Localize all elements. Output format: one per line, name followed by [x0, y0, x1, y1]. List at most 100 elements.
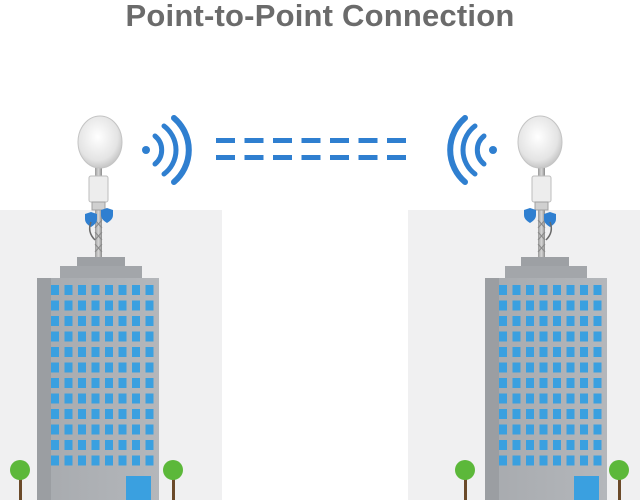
building-window	[91, 316, 100, 326]
building-window	[539, 362, 548, 373]
building-window	[553, 316, 561, 326]
building-window	[593, 331, 602, 342]
building-window	[526, 424, 534, 435]
building-window	[580, 440, 588, 450]
right-shield-icon-b	[544, 212, 556, 227]
building-window	[512, 300, 521, 311]
building-window	[553, 331, 561, 342]
building-window	[91, 393, 100, 404]
building-window	[593, 300, 602, 311]
building-window	[118, 424, 127, 435]
building-window	[539, 316, 548, 326]
building-window	[118, 316, 127, 326]
link-dash-segment	[244, 138, 264, 143]
left-building-roof	[60, 266, 142, 278]
building-window	[132, 393, 140, 404]
building-window	[91, 424, 100, 435]
building-window	[566, 285, 575, 295]
left-shield-icon-b	[101, 208, 113, 223]
building-window	[512, 393, 521, 404]
building-window	[593, 455, 602, 466]
building-window	[526, 378, 534, 388]
building-window	[593, 316, 602, 326]
building-window	[580, 285, 588, 295]
building-window	[580, 393, 588, 404]
left-antenna-bracket	[91, 201, 106, 211]
right-office-building-icon	[485, 257, 607, 500]
building-window	[132, 409, 140, 419]
building-window	[539, 331, 548, 342]
building-window	[118, 455, 127, 466]
link-dash-segment	[301, 138, 321, 143]
link-dashes	[216, 138, 406, 160]
building-window	[512, 440, 521, 450]
left-building-windows	[51, 285, 154, 466]
building-window	[553, 409, 561, 419]
building-window	[526, 362, 534, 373]
building-window	[553, 362, 561, 373]
building-window	[78, 362, 86, 373]
building-window	[512, 331, 521, 342]
building-window	[118, 300, 127, 311]
building-window	[526, 409, 534, 419]
building-window	[566, 331, 575, 342]
building-window	[91, 440, 100, 450]
building-window	[145, 300, 154, 311]
left-building-side-shade	[37, 278, 51, 500]
right-shield-icon-a	[524, 208, 536, 223]
building-window	[132, 347, 140, 357]
building-window	[78, 316, 86, 326]
right-cable	[545, 221, 553, 241]
building-window	[118, 347, 127, 357]
building-window	[512, 409, 521, 419]
building-window	[539, 347, 548, 357]
building-window	[64, 316, 73, 326]
building-window	[593, 440, 602, 450]
left-office-building-icon	[37, 257, 159, 500]
building-window	[539, 409, 548, 419]
building-window	[105, 424, 113, 435]
building-window	[64, 347, 73, 357]
building-window	[539, 440, 548, 450]
building-window	[51, 362, 59, 373]
building-window	[78, 331, 86, 342]
building-window	[526, 331, 534, 342]
building-window	[593, 362, 602, 373]
right-tree-icon-1	[455, 460, 475, 500]
building-window	[51, 378, 59, 388]
building-window	[512, 378, 521, 388]
building-window	[539, 455, 548, 466]
building-window	[526, 347, 534, 357]
building-window	[145, 455, 154, 466]
building-window	[566, 409, 575, 419]
building-window	[499, 300, 507, 311]
building-window	[145, 409, 154, 419]
building-window	[132, 362, 140, 373]
building-window	[145, 362, 154, 373]
building-window	[91, 285, 100, 295]
building-window	[566, 300, 575, 311]
building-window	[593, 409, 602, 419]
building-window	[499, 362, 507, 373]
right-building-tower	[485, 278, 607, 500]
building-window	[539, 300, 548, 311]
building-window	[566, 393, 575, 404]
building-window	[118, 393, 127, 404]
building-window	[132, 331, 140, 342]
link-dash-segment	[301, 155, 321, 160]
building-window	[132, 455, 140, 466]
building-window	[105, 300, 113, 311]
building-window	[593, 347, 602, 357]
building-window	[499, 455, 507, 466]
building-window	[580, 378, 588, 388]
right-antenna-assembly	[517, 115, 563, 260]
building-window	[118, 409, 127, 419]
building-window	[78, 409, 86, 419]
building-window	[145, 331, 154, 342]
left-antenna-radio-box	[88, 175, 109, 203]
left-wifi-signal-icon	[142, 115, 192, 185]
building-window	[105, 362, 113, 373]
link-dash-segment	[387, 138, 406, 143]
left-building-door	[126, 476, 151, 500]
building-window	[526, 285, 534, 295]
